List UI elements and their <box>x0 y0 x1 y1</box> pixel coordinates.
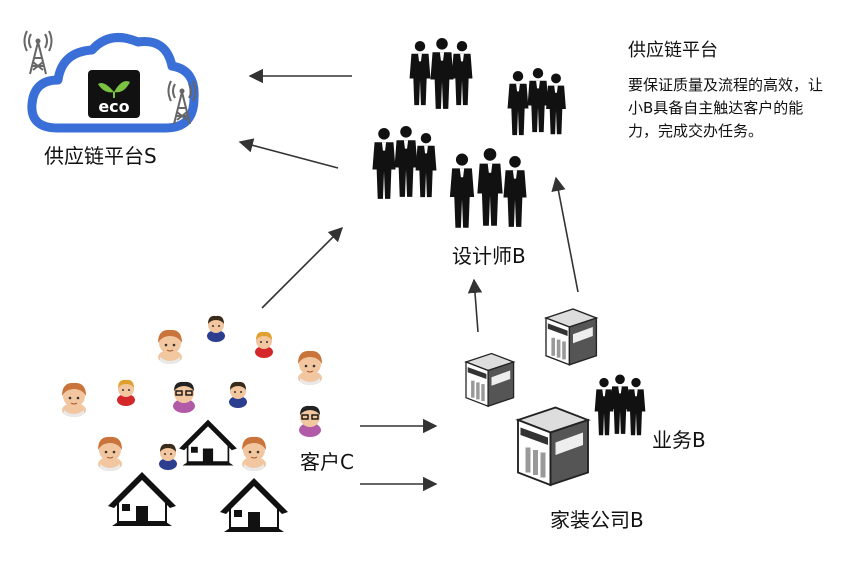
eco-logo-icon: eco <box>88 70 140 118</box>
person-avatar-icon <box>207 315 225 342</box>
shop-building-icon <box>545 308 598 366</box>
people-silhouette-icon <box>594 374 646 436</box>
company-label: 家装公司B <box>550 508 644 532</box>
note-body: 要保证质量及流程的高效，让小B具备自主触达客户的能力，完成交办任务。 <box>628 76 824 140</box>
shop-building-icon <box>465 352 515 407</box>
person-avatar-icon <box>157 329 183 365</box>
person-avatar-icon <box>229 381 247 408</box>
platform-label: 供应链平台S <box>44 144 157 168</box>
svg-text:eco: eco <box>98 97 129 116</box>
person-avatar-icon <box>255 331 273 358</box>
people-silhouette-icon <box>409 38 473 109</box>
house-icon <box>219 477 289 533</box>
designer-label: 设计师B <box>452 244 526 268</box>
arrow-company-to-designer <box>467 278 483 333</box>
shop-building-icon <box>517 406 589 486</box>
people-silhouette-icon <box>372 126 437 199</box>
antenna-icon <box>23 30 53 75</box>
people-silhouette-icon <box>507 67 566 136</box>
person-avatar-icon <box>159 443 177 470</box>
person-avatar-icon <box>172 381 196 414</box>
person-avatar-icon <box>117 379 135 406</box>
arrow-designer-to-platform <box>238 138 339 169</box>
house-icon <box>107 471 177 527</box>
people-silhouette-icon <box>449 148 527 228</box>
house-icon <box>178 418 238 467</box>
person-avatar-icon <box>298 405 322 438</box>
person-avatar-icon <box>61 382 87 418</box>
customer-label: 客户C <box>300 450 354 474</box>
note-title: 供应链平台 <box>628 40 718 61</box>
person-avatar-icon <box>97 436 123 472</box>
arrow-customer-to-designer <box>261 226 344 309</box>
person-avatar-icon <box>297 350 323 386</box>
flow-arrows <box>238 68 579 492</box>
person-avatar-icon <box>241 436 267 472</box>
arrow-company-to-designer <box>551 176 579 293</box>
sales-label: 业务B <box>652 428 706 452</box>
